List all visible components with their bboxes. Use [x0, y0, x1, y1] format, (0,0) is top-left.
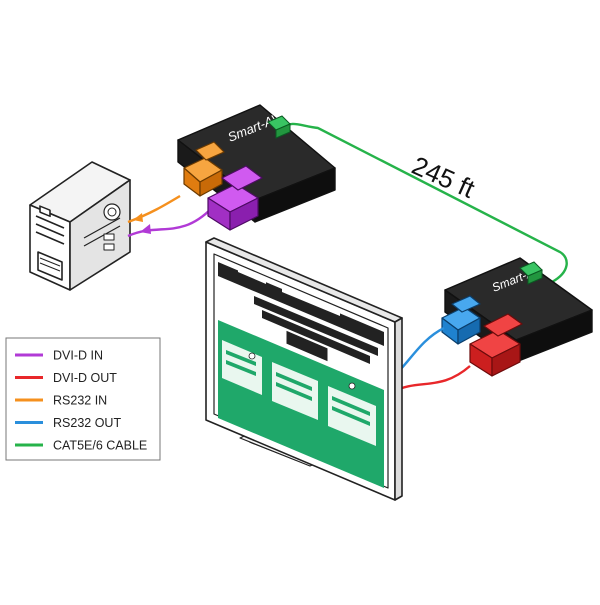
dvi-in-connector	[207, 165, 263, 231]
dvi-in-arrow	[140, 224, 151, 234]
legend-item: DVI-D IN	[15, 349, 103, 363]
dvi-in-cable	[127, 207, 213, 238]
dvi-out-cable	[391, 365, 471, 394]
distance-label: 245 ft	[408, 150, 480, 204]
legend-item: DVI-D OUT	[15, 371, 117, 385]
legend-label: DVI-D IN	[53, 349, 103, 363]
rs232-in-arrow	[133, 213, 143, 222]
legend-label: RS232 OUT	[53, 416, 121, 430]
transmitter-rj45-port	[267, 115, 291, 139]
receiver-rj45-port	[519, 261, 543, 285]
legend-label: CAT5E/6 CABLE	[53, 439, 147, 453]
legend-label: RS232 IN	[53, 394, 107, 408]
cat5-cable	[282, 122, 568, 284]
legend-label: DVI-D OUT	[53, 371, 117, 385]
rs232-in-connector	[183, 141, 225, 197]
pc-tower	[29, 161, 131, 291]
dvi-out-connector	[469, 313, 523, 377]
legend-item: CAT5E/6 CABLE	[15, 439, 147, 453]
rs232-out-connector	[441, 295, 481, 345]
monitor-screen-content	[218, 262, 384, 488]
legend: DVI-D IN DVI-D OUT RS232 IN RS232 OUT CAT5E/…	[5, 337, 161, 461]
legend-item: RS232 OUT	[15, 416, 121, 430]
legend-item: RS232 IN	[15, 394, 107, 408]
